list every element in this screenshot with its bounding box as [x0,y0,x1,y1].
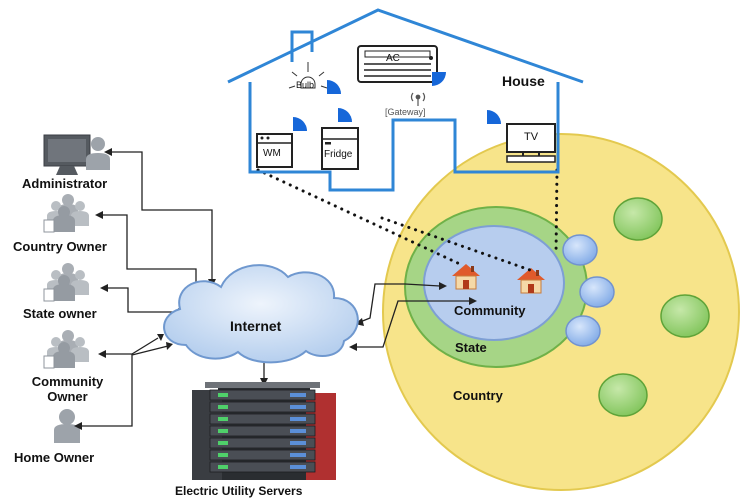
gateway-label: [Gateway] [385,107,426,117]
tv-label: TV [524,131,539,143]
fridge [321,127,359,170]
administrator-icon [43,134,110,175]
servers-label: Electric Utility Servers [175,484,303,498]
state-blob [598,373,648,417]
country-owner-icon [43,193,90,233]
country-label: Country [453,388,503,403]
state-label: State [455,340,487,355]
house [227,8,584,192]
ac-label: AC [386,53,400,64]
community-blob [579,276,615,308]
administrator-label: Administrator [22,176,108,191]
home-owner-icon [54,409,80,443]
server-rack [192,382,336,480]
house-outline [227,8,584,192]
community-region [423,225,565,341]
region-map [382,133,740,491]
bulb-icon [288,62,328,89]
community-label: Community [454,303,526,318]
fridge-label: Fridge [324,149,353,160]
connectors [82,151,470,427]
community-owner-icon [43,329,90,369]
ac-unit [357,45,438,83]
bulb-label: Bulb [296,80,315,90]
community-owner-line2: Owner [47,389,88,404]
wm-label: WM [263,148,281,159]
internet-cloud [163,264,359,364]
state-owner-label: State owner [23,306,97,321]
users [43,134,110,443]
house-label: House [502,73,545,89]
sensor-icons [293,72,501,131]
tv [506,123,556,163]
community-owner-label: Community Owner [20,374,115,404]
internet-label: Internet [230,318,282,334]
washing-machine [256,133,293,168]
country-owner-label: Country Owner [13,239,107,254]
community-blob [562,234,598,266]
home-owner-label: Home Owner [14,450,95,465]
house-links [256,168,559,272]
state-blob [660,294,710,338]
community-blob [565,315,601,347]
state-owner-icon [43,262,90,302]
state-blob [613,197,663,241]
community-owner-line1: Community [31,374,104,389]
gateway-icon [410,92,426,106]
